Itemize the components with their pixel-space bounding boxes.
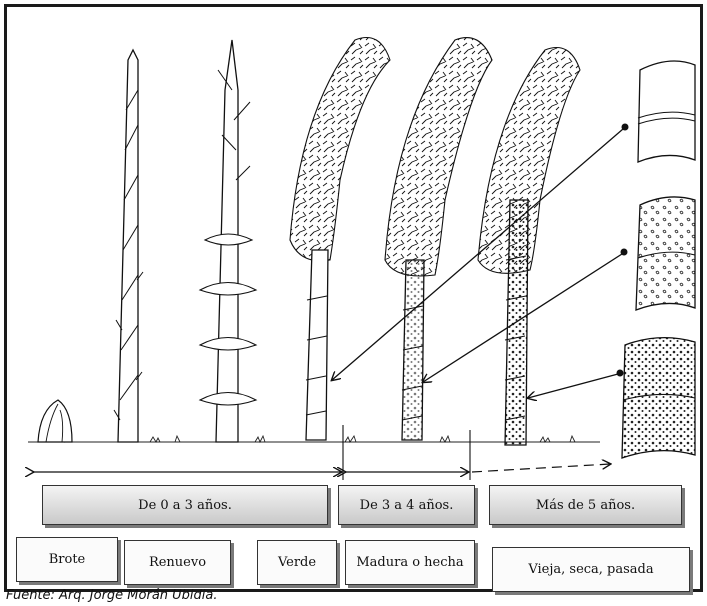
stage-renuevo: Renuevo: [124, 540, 231, 585]
age-range-3-4: De 3 a 4 años.: [338, 485, 475, 525]
stage-verde: Verde: [257, 540, 337, 585]
old-culm-drawing: [478, 48, 580, 446]
mature-culm-drawing: [385, 38, 492, 441]
stage-brote: Brote: [16, 537, 118, 582]
detail-section-young: [638, 61, 695, 162]
detail-section-mature: [636, 197, 695, 310]
pointer-arrow-old: [528, 374, 618, 398]
age-range-0-3: De 0 a 3 años.: [42, 485, 328, 525]
pointer-arrow-young: [332, 129, 623, 380]
pointer-dot-old: [617, 370, 624, 377]
detail-section-old: [622, 338, 695, 458]
stage-vieja: Vieja, seca, pasada: [492, 547, 690, 592]
age-range-5-plus: Más de 5 años.: [489, 485, 682, 525]
stage-madura: Madura o hecha: [345, 540, 475, 585]
sheathed-culm-drawing: [200, 40, 256, 442]
young-culm-drawing: [114, 50, 143, 442]
green-culm-drawing: [290, 38, 390, 441]
source-caption: Fuente: Arq. Jorge Morán Ubidia.: [6, 588, 218, 603]
shoot-drawing: [38, 400, 72, 442]
